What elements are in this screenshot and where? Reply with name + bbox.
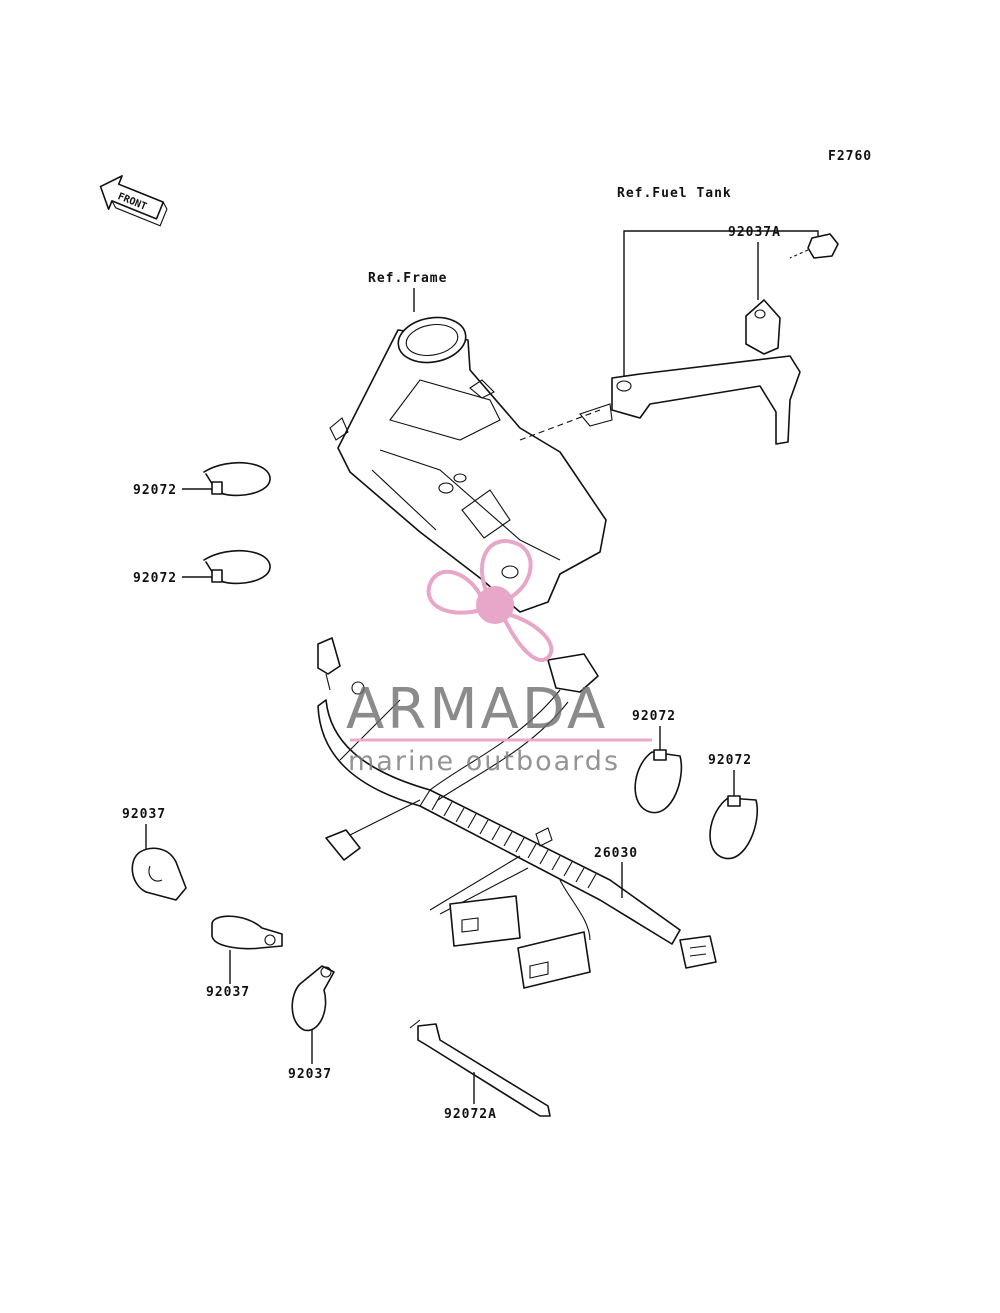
cable-tie-upper-1 [203, 461, 271, 497]
callout-92072-right-1: 92072 [632, 709, 676, 724]
wiring-harness-26030 [317, 637, 717, 989]
watermark-brand: ARMADA [346, 677, 608, 742]
callout-92072-right-2: 92072 [708, 753, 752, 768]
fuel-tank-bracket [579, 355, 801, 445]
frame-body [329, 316, 607, 613]
propeller-blade [503, 613, 554, 663]
callout-92072a: 92072A [444, 1107, 497, 1122]
cable-tie-right-1 [634, 749, 683, 814]
front-arrow-icon: FRONT [99, 175, 168, 227]
callout-92072-upper-1: 92072 [133, 483, 177, 498]
cable-tie-upper-2 [203, 549, 271, 585]
cable-tie-right-2 [709, 795, 758, 860]
propeller-logo-icon [426, 539, 554, 663]
watermark: ARMADA marine outboards [346, 539, 652, 777]
clamp-92037a [745, 299, 781, 355]
clamp-92037-2 [211, 915, 283, 950]
callout-92072-upper-2: 92072 [133, 571, 177, 586]
callout-92037-2: 92037 [206, 985, 250, 1000]
ref-frame-label: Ref.Frame [368, 271, 447, 286]
callout-92037-3: 92037 [288, 1067, 332, 1082]
propeller-hub [476, 586, 514, 624]
watermark-tagline: marine outboards [348, 746, 620, 777]
clamp-92037-1 [131, 847, 187, 901]
propeller-blade [426, 569, 484, 615]
callout-92037-1: 92037 [122, 807, 166, 822]
ref-fuel-tank-label: Ref.Fuel Tank [617, 186, 732, 201]
bolt-92037a [789, 233, 839, 259]
cable-tie-92072a [409, 1019, 551, 1117]
propeller-blade [479, 539, 533, 602]
callout-26030: 26030 [594, 846, 638, 861]
clamp-92037-3 [291, 965, 335, 1032]
callout-92037a: 92037A [728, 225, 781, 240]
diagram-code: F2760 [828, 149, 872, 164]
